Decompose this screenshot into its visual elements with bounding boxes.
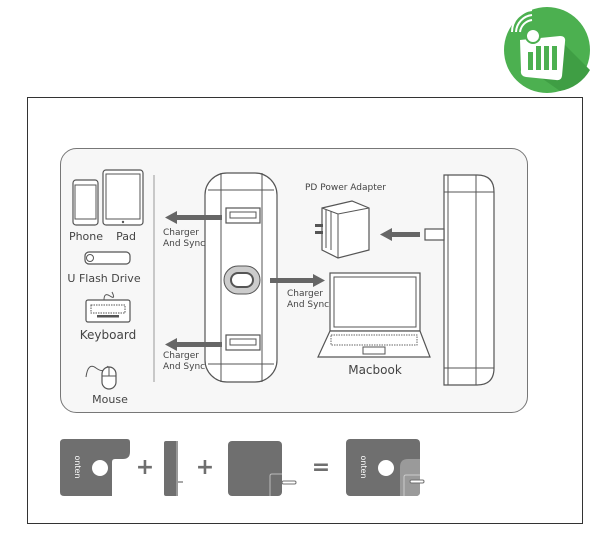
arrow-right-icon xyxy=(270,274,325,287)
brand-text: onten xyxy=(359,455,368,478)
usbc-port-caption: Charger And Sync xyxy=(287,289,329,310)
assembly-bracket-piece xyxy=(164,441,183,496)
equals-sign: = xyxy=(312,455,330,480)
hub-side-view xyxy=(424,174,495,386)
assembly-adapter-piece xyxy=(228,441,297,496)
brand-text: onten xyxy=(73,455,82,478)
flash-drive-icon xyxy=(84,251,131,265)
keyboard-icon xyxy=(85,291,131,323)
hub-device xyxy=(204,172,278,383)
arrow-left-icon xyxy=(165,338,222,351)
usb-a-port-bottom xyxy=(225,334,261,351)
pad-label: Pad xyxy=(116,230,136,243)
arrow-left-icon xyxy=(165,211,222,224)
brand-logo xyxy=(504,7,590,93)
flash-drive-label: U Flash Drive xyxy=(67,272,140,285)
assembly-hub-piece: onten xyxy=(60,439,130,496)
adapter-label: PD Power Adapter xyxy=(305,183,386,193)
top-port-caption: Charger And Sync xyxy=(163,228,205,249)
plus-sign: + xyxy=(136,455,154,480)
power-adapter-icon xyxy=(315,200,370,259)
keyboard-label: Keyboard xyxy=(80,328,136,342)
phone-label: Phone xyxy=(69,230,103,243)
usb-c-port xyxy=(223,265,261,295)
mouse-label: Mouse xyxy=(92,393,128,406)
tablet-icon xyxy=(102,169,144,226)
laptop-label: Macbook xyxy=(348,363,402,377)
assembly-result: onten xyxy=(346,439,425,496)
mouse-icon xyxy=(85,365,117,390)
outer-frame xyxy=(27,97,583,524)
usb-a-port-top xyxy=(225,207,261,224)
bottom-port-caption: Charger And Sync xyxy=(163,351,205,372)
phone-icon xyxy=(72,179,99,226)
plus-sign: + xyxy=(196,455,214,480)
laptop-icon xyxy=(317,272,431,358)
arrow-left-icon xyxy=(380,228,420,241)
